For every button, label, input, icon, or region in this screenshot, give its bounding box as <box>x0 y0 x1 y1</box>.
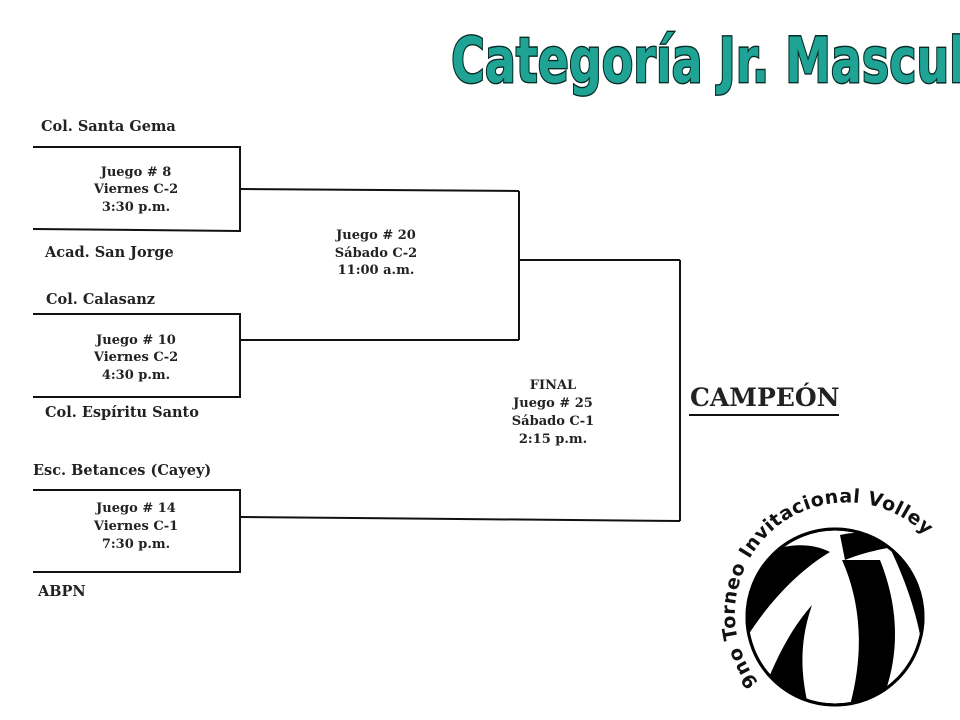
game-court: Viernes C-2 <box>93 350 178 365</box>
game-number: Juego # 14 <box>95 501 176 516</box>
game-info-final: FINAL Juego # 25 Sábado C-1 2:15 p.m. <box>512 378 594 447</box>
game-number: Juego # 10 <box>95 333 176 348</box>
game-time: 3:30 p.m. <box>102 200 170 215</box>
connector-juego-14 <box>239 516 681 522</box>
game-time: 2:15 p.m. <box>519 432 587 447</box>
game-court: Sábado C-1 <box>512 414 594 429</box>
team-label: Esc. Betances (Cayey) <box>33 462 211 479</box>
game-number: Juego # 8 <box>100 165 172 180</box>
game-court: Viernes C-1 <box>93 519 178 534</box>
team-label: Col. Calasanz <box>46 291 155 308</box>
page-title: Categoría Jr. Masculino <box>451 24 960 97</box>
game-number: Juego # 20 <box>335 228 416 243</box>
team-label: Col. Espíritu Santo <box>45 404 199 421</box>
game-info-juego-14: Juego # 14 Viernes C-1 7:30 p.m. <box>93 501 178 552</box>
bracket-lines <box>32 146 839 573</box>
game-time: 7:30 p.m. <box>102 537 170 552</box>
game-info-juego-8: Juego # 8 Viernes C-2 3:30 p.m. <box>93 165 178 215</box>
team-label: Col. Santa Gema <box>41 118 176 135</box>
champion-label: CAMPEÓN <box>690 383 839 412</box>
connector-juego-8 <box>239 188 520 192</box>
game-number: Juego # 25 <box>512 396 593 411</box>
team-label: ABPN <box>37 583 86 600</box>
game-court: Sábado C-2 <box>335 246 417 261</box>
game-court: Viernes C-2 <box>93 182 178 197</box>
game-info-juego-20: Juego # 20 Sábado C-2 11:00 a.m. <box>335 228 417 278</box>
match-line-juego-14 <box>33 489 241 573</box>
game-time: 11:00 a.m. <box>338 263 415 278</box>
game-info-juego-10: Juego # 10 Viernes C-2 4:30 p.m. <box>93 333 178 383</box>
team-label: Acad. San Jorge <box>44 244 174 261</box>
game-stage: FINAL <box>530 378 576 393</box>
match-line-juego-10 <box>33 313 241 398</box>
volleyball-icon <box>745 527 925 707</box>
game-time: 4:30 p.m. <box>102 368 170 383</box>
